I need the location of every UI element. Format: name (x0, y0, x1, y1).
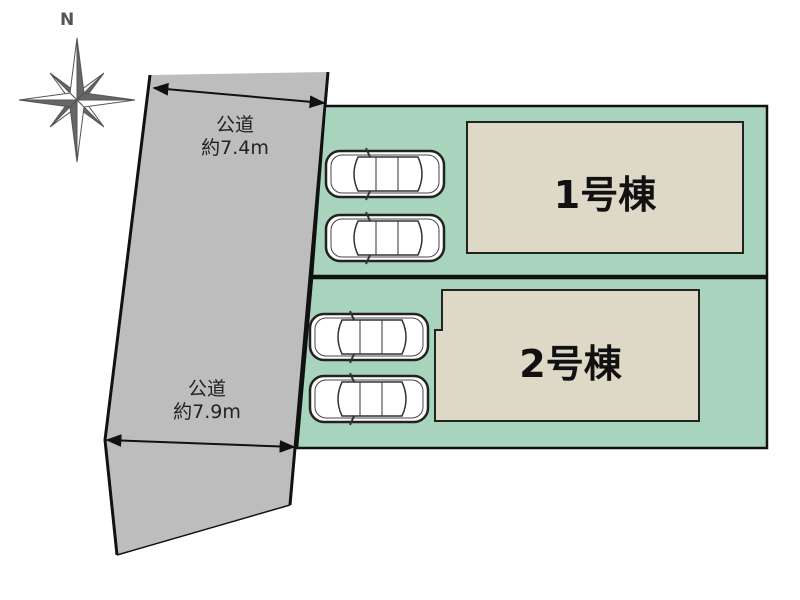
road-bottom-edge (116, 504, 291, 556)
road-top-label: 公道 約7.4m (180, 114, 290, 160)
dimension-arrow-bottom (105, 434, 296, 453)
road-bottom-label: 公道 約7.9m (152, 378, 262, 424)
dimension-arrow-top (152, 82, 326, 109)
compass-rose-icon (18, 37, 136, 163)
car-icon (308, 371, 430, 427)
road-top-width: 約7.4m (201, 137, 269, 159)
car-icon (324, 210, 446, 266)
car-icon (324, 146, 446, 202)
building-2-label: 2号棟 (519, 342, 622, 386)
road-bottom-name: 公道 (187, 378, 226, 400)
road-bottom-width: 約7.9m (173, 401, 241, 423)
building-1-label: 1号棟 (553, 173, 657, 217)
building-2 (434, 289, 700, 422)
road-left-edge (103, 74, 152, 556)
road-top-name: 公道 (215, 114, 254, 136)
north-label: N (60, 10, 75, 30)
car-icon (308, 309, 430, 365)
building-1 (466, 121, 744, 254)
